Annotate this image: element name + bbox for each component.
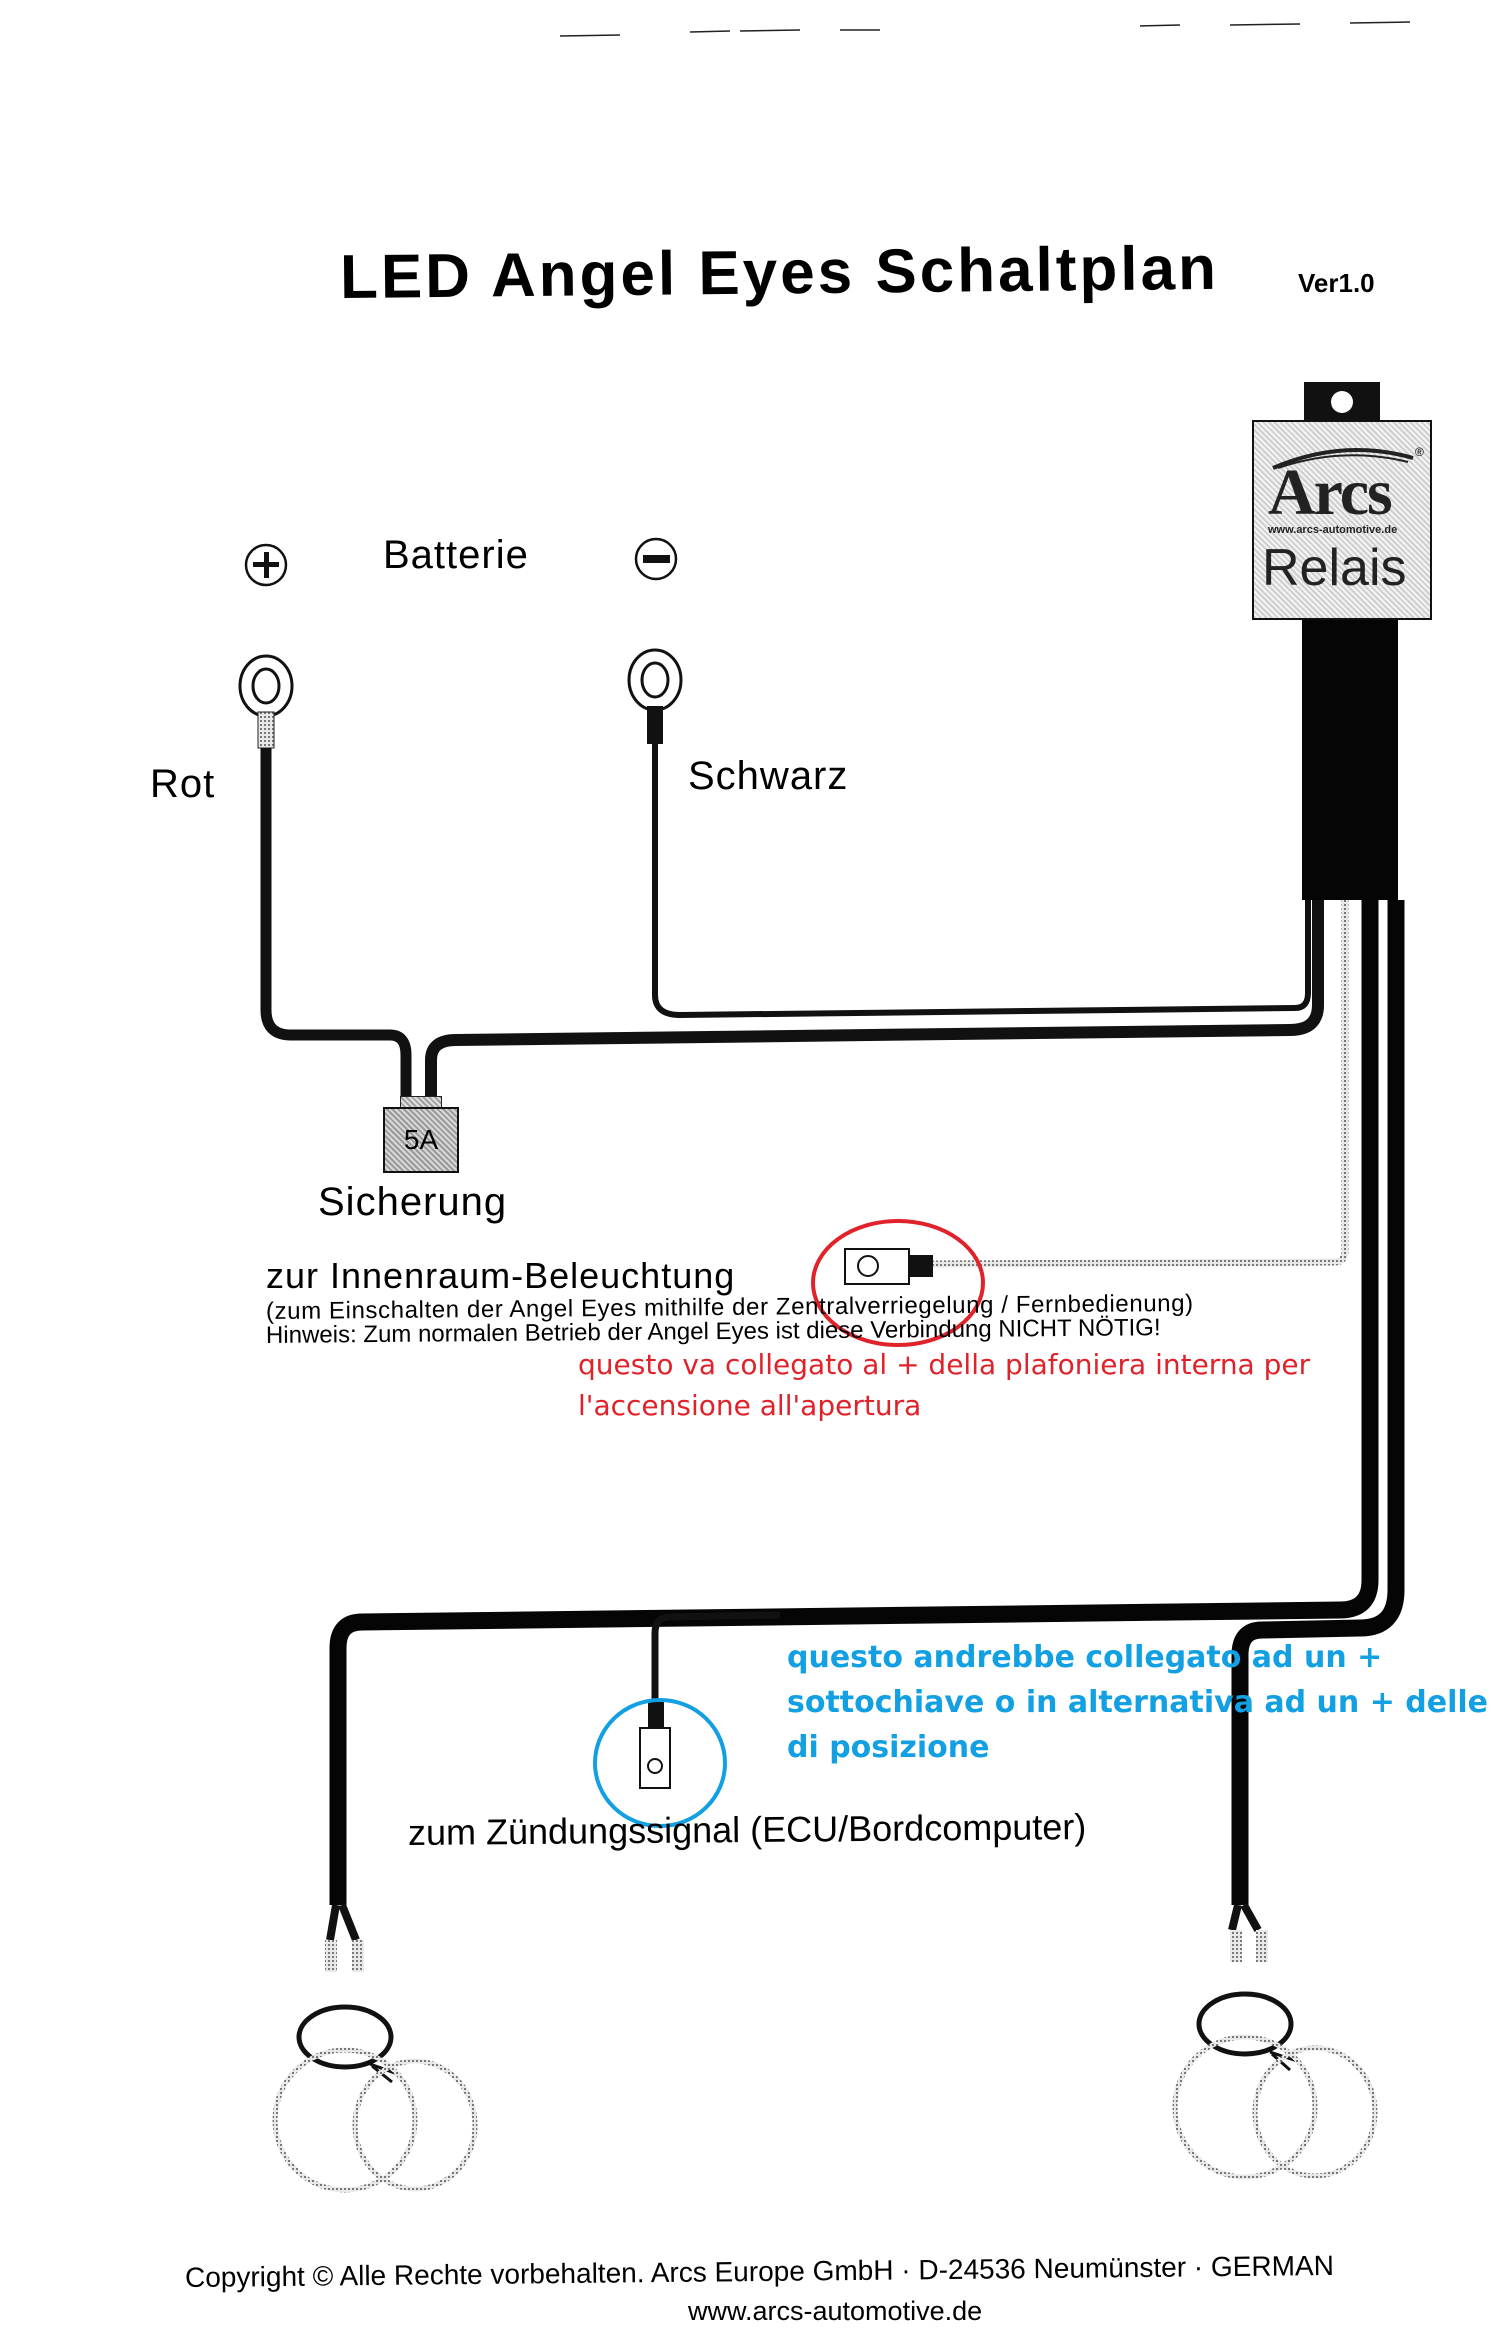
version-label: Ver1.0 xyxy=(1298,268,1375,298)
interior-light-wire xyxy=(927,900,1349,1268)
left-angel-eye-rings xyxy=(272,2004,478,2193)
negative-ring-terminal xyxy=(627,648,683,744)
ignition-connector xyxy=(639,1700,671,1789)
relay-label: Relais xyxy=(1262,539,1407,597)
left-lamp-leads xyxy=(325,1903,364,1972)
interior-light-connector xyxy=(844,1248,933,1285)
arcs-logo-arc-icon xyxy=(1272,448,1414,470)
fuse-label: Sicherung xyxy=(318,1180,508,1224)
relay-brand-logo: Arcs xyxy=(1268,456,1393,529)
negative-wire-label: Schwarz xyxy=(688,754,849,798)
relay-url: www.arcs-automotive.de xyxy=(1268,524,1398,536)
blue-annotation-line3: di posizione xyxy=(787,1730,990,1765)
scan-artifact-lines xyxy=(559,21,1411,37)
positive-wire xyxy=(260,748,412,1098)
ignition-wire xyxy=(651,1611,781,1700)
minus-circle-icon xyxy=(634,537,678,581)
battery-label: Batterie xyxy=(383,533,529,577)
negative-wire xyxy=(652,744,1311,1019)
blue-highlight-circle xyxy=(593,1698,727,1828)
positive-ring-terminal xyxy=(238,654,294,749)
red-annotation-line2: l'accensione all'apertura xyxy=(578,1389,922,1422)
blue-annotation-line2: sottochiave o in alternativa ad un + del… xyxy=(787,1685,1493,1720)
relay-mounting-hole xyxy=(1331,391,1353,413)
blue-annotation-line1: questo andrebbe collegato ad un + xyxy=(787,1640,1383,1675)
red-annotation-line1: questo va collegato al + della plafonier… xyxy=(578,1348,1311,1381)
relay-cable-sleeve xyxy=(1302,618,1398,900)
registered-mark: ® xyxy=(1415,445,1424,459)
right-angel-eye-rings xyxy=(1172,1991,1378,2180)
left-lamp-wire xyxy=(329,900,1379,1905)
positive-wire-label: Rot xyxy=(150,762,216,806)
fuse: 5A xyxy=(383,1107,459,1173)
right-lamp-leads xyxy=(1228,1903,1268,1962)
fused-wire-to-relay xyxy=(425,900,1324,1098)
right-lamp-wire xyxy=(1231,900,1405,1905)
interior-light-label: zur Innenraum-Beleuchtung xyxy=(266,1255,736,1296)
red-highlight-circle xyxy=(811,1219,985,1347)
ignition-label: zum Zündungssignal (ECU/Bordcomputer) xyxy=(407,1806,1087,1853)
footer-website: www.arcs-automotive.de xyxy=(688,2296,983,2326)
plus-circle-icon xyxy=(244,543,288,587)
diagram-title: LED Angel Eyes Schaltplan xyxy=(339,233,1220,312)
